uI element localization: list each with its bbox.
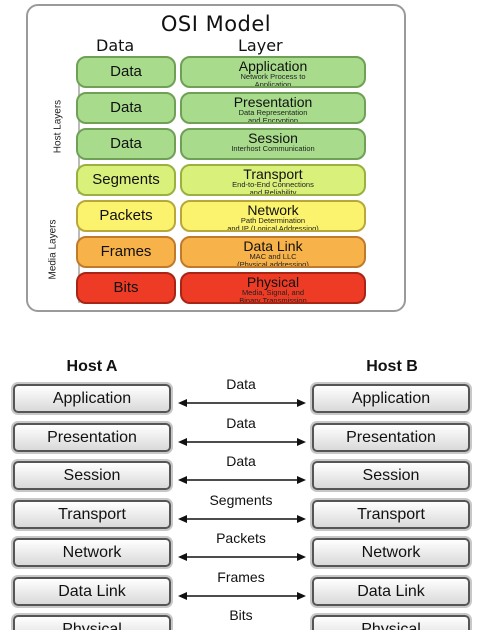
host-a-layer-box: Session	[13, 461, 171, 490]
layer-name: Session	[248, 130, 298, 146]
layer-name: Physical	[246, 274, 300, 290]
host-b-layer-box: Network	[312, 538, 470, 567]
layer-description: Path Determination	[240, 216, 306, 225]
host-a-layer-box: Physical	[13, 615, 171, 630]
host-a-layer-box: Network	[13, 538, 171, 567]
layer-description: End-to-End Connections	[232, 180, 314, 189]
host-a-layer-box: Data Link	[13, 576, 171, 606]
pdu-cell: Data	[76, 56, 176, 88]
layer-description: Data Representation	[238, 108, 308, 117]
layer-name: Transport	[243, 166, 303, 182]
pdu-label: Data	[226, 414, 256, 431]
layer-description: Interhost Communication	[231, 144, 315, 153]
host-b-header: Host B	[366, 358, 418, 375]
pdu-cell: Segments	[76, 164, 176, 196]
pdu-label: Bits	[229, 607, 253, 623]
layer-name: Data Link	[243, 238, 303, 254]
layer-description: (Physical addressing)	[237, 260, 309, 268]
host-a-layer-box: Transport	[13, 499, 171, 529]
pdu-label: Segments	[209, 491, 273, 508]
bidirectional-arrow	[178, 514, 306, 523]
media-layers-label: Media Layers	[47, 219, 59, 280]
pdu-cell: Data	[76, 92, 176, 124]
layer-column-header: Layer	[238, 36, 283, 55]
pdu-label: Data	[226, 376, 256, 392]
bidirectional-arrow	[178, 476, 306, 484]
layer-name: Presentation	[233, 94, 313, 110]
layer-name: Network	[247, 202, 299, 218]
layer-description: and Encryption	[247, 116, 299, 124]
layer-description: Binary Transmission	[239, 296, 307, 304]
bidirectional-arrow	[178, 399, 306, 407]
pdu-cell: Data	[76, 128, 176, 160]
layer-description: and Reliability	[249, 188, 297, 196]
layer-description: Network Process to	[240, 72, 306, 81]
host-layers-label: Host Layers	[52, 99, 64, 154]
layer-description: Application	[254, 80, 292, 88]
pdu-label: Packets	[216, 530, 266, 546]
layer-description: Media, Signal, and	[241, 288, 305, 297]
osi-title: OSI Model	[160, 12, 272, 36]
host-b-layer-box: Application	[312, 384, 470, 413]
osi-model-panel: OSI Model Data Layer Host Layers Media L…	[26, 4, 406, 312]
layer-description: MAC and LLC	[249, 252, 297, 261]
pdu-cell: Bits	[76, 272, 176, 304]
data-column-header: Data	[96, 36, 135, 55]
host-b-layer-box: Presentation	[312, 422, 470, 452]
pdu-cell: Frames	[76, 236, 176, 268]
bidirectional-arrow	[178, 437, 306, 446]
bidirectional-arrow	[178, 553, 306, 561]
host-b-layer-box: Physical	[312, 615, 470, 630]
layer-description: and IP (Logical Addressing)	[227, 224, 319, 232]
host-a-layer-box: Presentation	[13, 422, 171, 452]
host-a-header: Host A	[66, 358, 118, 375]
layer-name: Application	[238, 58, 308, 74]
pdu-label: Data	[226, 453, 256, 469]
host-b-layer-box: Data Link	[312, 576, 470, 606]
host-b-layer-box: Transport	[312, 499, 470, 529]
pdu-cell: Packets	[76, 200, 176, 232]
host-b-layer-box: Session	[312, 461, 470, 490]
host-a-layer-box: Application	[13, 384, 171, 413]
bidirectional-arrow	[178, 591, 306, 600]
pdu-label: Frames	[217, 568, 265, 585]
